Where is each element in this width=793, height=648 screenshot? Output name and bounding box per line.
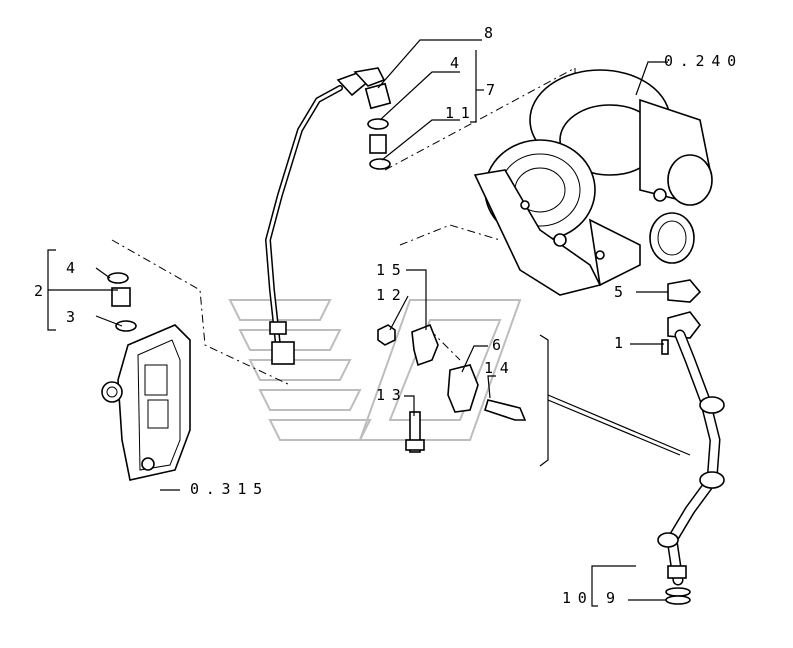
callout-0-240: 0.240 (664, 52, 743, 70)
oil-feed-pipe (264, 67, 392, 365)
callout-3: 3 (66, 308, 82, 326)
callout-4-top: 4 (450, 54, 466, 72)
callout-8: 8 (484, 24, 500, 42)
left-fittings (107, 272, 137, 332)
callout-1: 1 (614, 334, 630, 352)
callout-labels: 8 4 7 11 0.240 2 4 3 15 12 6 14 13 5 1 0… (34, 24, 743, 607)
callout-13: 13 (376, 386, 408, 404)
callout-10: 10 (562, 589, 594, 607)
callout-0-315: 0.315 (190, 480, 269, 498)
bracket-and-clamp (377, 323, 527, 453)
turbocharger (473, 69, 713, 296)
cover-plate (101, 324, 191, 481)
callout-15: 15 (376, 261, 408, 279)
callout-4-left: 4 (66, 259, 82, 277)
callout-2: 2 (34, 282, 50, 300)
oil-drain-pipe (657, 279, 725, 605)
callout-9: 9 (606, 589, 622, 607)
callout-7: 7 (486, 81, 502, 99)
watermark-logo (228, 299, 522, 441)
leader-lines (47, 39, 691, 607)
callout-5: 5 (614, 283, 630, 301)
banjo-fittings-top (367, 118, 391, 170)
callout-14: 14 (484, 359, 516, 377)
callout-12: 12 (376, 286, 408, 304)
callout-6: 6 (492, 336, 508, 354)
callout-11: 11 (445, 104, 477, 122)
